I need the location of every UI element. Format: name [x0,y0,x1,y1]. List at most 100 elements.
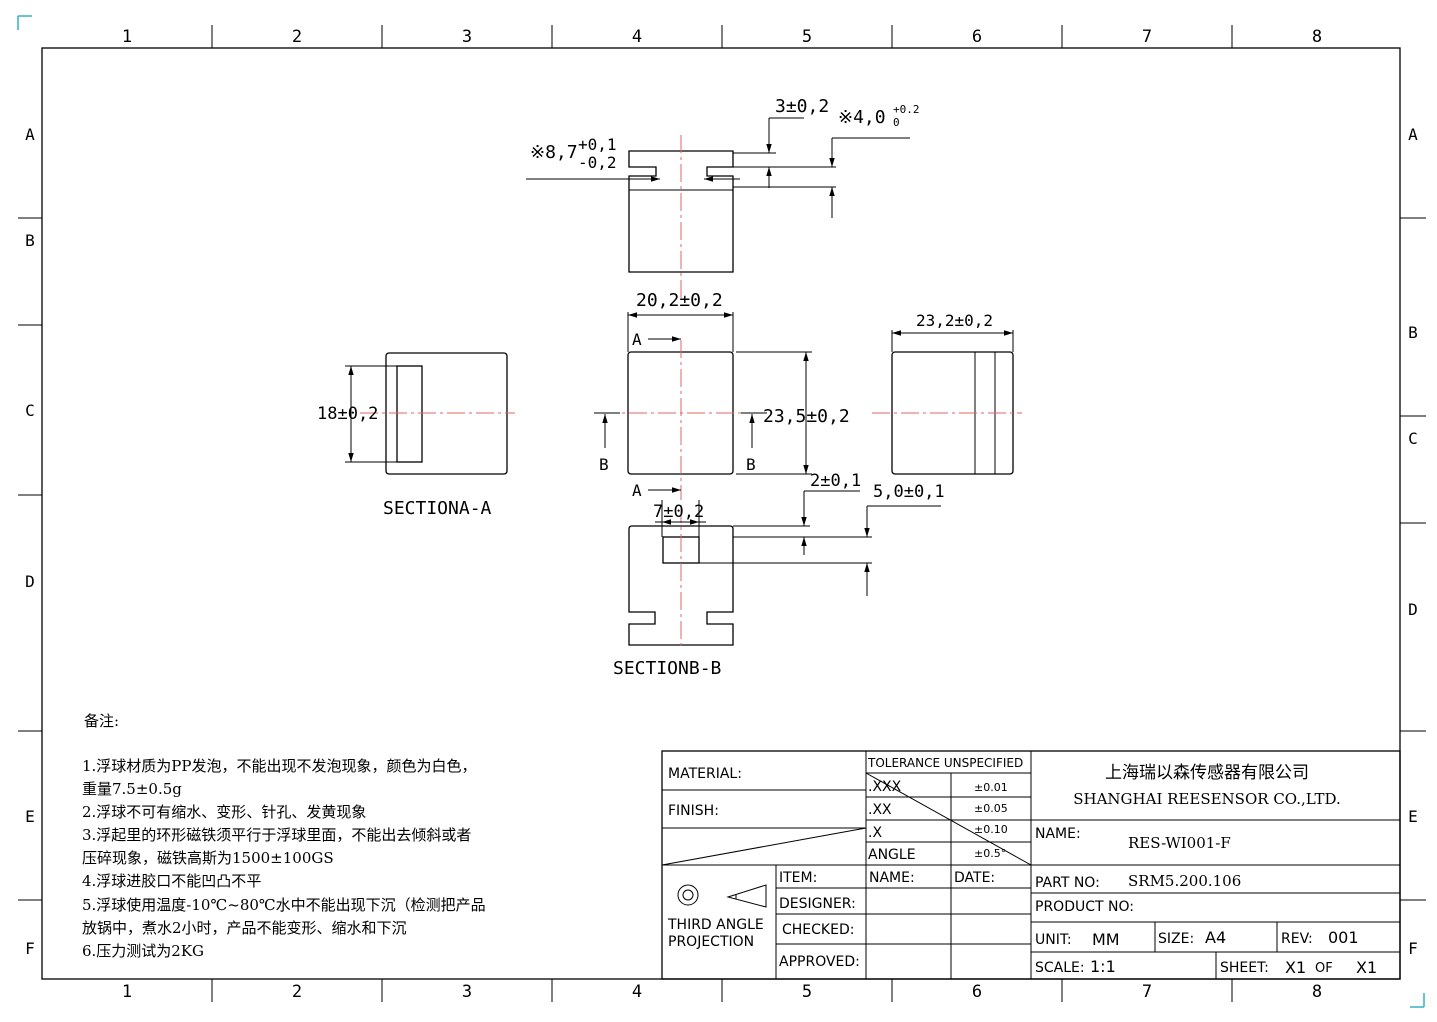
sheet-label: SHEET: [1220,960,1269,976]
dim-top-flange-tol-upper: +0.2 [893,103,920,116]
sheet-total: X1 [1356,958,1377,977]
tolerance-value-xx: ±0.05 [974,802,1008,815]
section-a-a [345,352,515,475]
row-label-left-b: B [25,231,35,250]
dim-magnet-width: 7±0,2 [653,502,704,522]
rev-label: REV: [1281,931,1313,947]
dim-top-width-tol-lower: -0,2 [578,153,617,172]
tolerance-header: TOLERANCE UNSPECIFIED [867,756,1023,770]
designer-label: DESIGNER: [779,896,856,912]
dim-front-width: 20,2±0,2 [636,290,723,311]
name-value: RES-WI001-F [1128,834,1231,852]
scale-value: 1:1 [1090,957,1116,976]
row-label-right-f: F [1408,939,1418,958]
note-line-6: 4.浮球进胶口不能凹凸不平 [82,872,261,890]
corner-mark-top-left [17,15,32,30]
note-line-2: 重量7.5±0.5g [82,780,182,798]
tolerance-value-angle: ±0.5° [974,847,1006,860]
dim-top-width: ※8,7 [530,142,578,163]
row-label-left-a: A [25,125,35,144]
column-label-bottom-8: 8 [1312,982,1322,1002]
column-label-5: 5 [802,27,812,47]
dim-magnet-thk: 2±0,1 [810,471,861,491]
name-label: NAME: [1035,826,1081,842]
notes-title: 备注: [84,712,119,730]
unit-value: MM [1092,930,1120,949]
row-label-right-d: D [1408,600,1418,619]
row-label-left-e: E [25,807,35,826]
sheet-value: X1 [1285,958,1306,977]
title-block [661,750,1401,980]
row-label-left-d: D [25,572,35,591]
company-name-en: SHANGHAI REESENSOR CO.,LTD. [1073,790,1341,808]
top-view [526,117,910,300]
size-value: A4 [1205,928,1226,947]
row-label-right-c: C [1408,429,1418,448]
dim-top-flange-tol-lower: 0 [893,116,900,129]
cut-label-a-bottom: A [632,481,642,500]
note-line-7: 5.浮球使用温度-10℃~80℃水中不能出现下沉（检测把产品 [82,896,486,914]
column-label-8: 8 [1312,27,1322,47]
column-label-bottom-4: 4 [632,982,642,1002]
row-label-right-e: E [1408,807,1418,826]
section-label-a: SECTIONA-A [383,498,492,519]
dim-magnet-depth: 5,0±0,1 [873,482,945,502]
dim-top-width-tol-upper: +0,1 [578,135,617,154]
note-line-3: 2.浮球不可有缩水、变形、针孔、发黄现象 [82,803,366,821]
side-view [872,330,1022,475]
column-label-bottom-5: 5 [802,982,812,1002]
column-label-bottom-3: 3 [462,982,472,1002]
tolerance-label-xxx: .XXX [868,779,902,795]
part-no-label: PART NO: [1035,875,1100,891]
projection-line-2: PROJECTION [668,934,754,950]
size-label: SIZE: [1158,931,1194,947]
tolerance-label-xx: .XX [868,802,892,818]
notes-block: 备注: 1.浮球材质为PP发泡，不能出现不发泡现象，颜色为白色， 重量7.5±0… [82,712,486,960]
row-label-right-b: B [1408,323,1418,342]
corner-mark-bottom-right [1410,993,1425,1008]
column-label-1: 1 [122,27,132,47]
column-label-3: 3 [462,27,472,47]
tolerance-label-x: .X [868,825,882,841]
row-label-left-c: C [25,401,35,420]
projection-line-1: THIRD ANGLE [667,917,764,933]
note-line-1: 1.浮球材质为PP发泡，不能出现不发泡现象，颜色为白色， [82,757,477,775]
note-line-8: 放锅中，煮水2小时，产品不能变形、缩水和下沉 [82,919,407,937]
section-label-b: SECTIONB-B [613,658,721,679]
dim-front-height: 23,5±0,2 [763,406,850,427]
front-view [594,312,812,500]
tolerance-value-x: ±0.10 [974,823,1008,836]
column-label-2: 2 [292,27,302,47]
rev-value: 001 [1328,928,1359,947]
column-label-bottom-7: 7 [1142,982,1152,1002]
section-b-b [628,490,941,650]
cut-label-b-right: B [746,455,756,474]
company-name-cn: 上海瑞以森传感器有限公司 [1105,763,1309,783]
column-label-7: 7 [1142,27,1152,47]
projection-symbol [677,884,767,908]
name-column-label: NAME: [869,870,915,886]
unit-label: UNIT: [1035,932,1072,948]
note-line-4: 3.浮起里的环形磁铁须平行于浮球里面，不能出去倾斜或者 [82,826,471,844]
note-line-9: 6.压力测试为2KG [82,942,204,960]
row-label-right-a: A [1408,125,1418,144]
date-column-label: DATE: [954,870,995,886]
scale-label: SCALE: [1035,960,1085,976]
cut-label-a-top: A [632,330,642,349]
approved-label: APPROVED: [779,954,860,970]
note-line-5: 压碎现象，磁铁高斯为1500±100GS [82,849,334,867]
dim-top-groove: 3±0,2 [775,96,829,117]
dim-section-a-height: 18±0,2 [317,404,378,424]
sheet-of: OF [1315,961,1333,976]
tolerance-value-xxx: ±0.01 [974,781,1008,794]
cut-label-b-left: B [599,455,609,474]
column-label-4: 4 [632,27,642,47]
zone-dividers [18,25,1426,1002]
part-no-value: SRM5.200.106 [1128,872,1241,890]
item-label: ITEM: [779,870,817,886]
material-label: MATERIAL: [668,766,742,782]
column-label-bottom-6: 6 [972,982,982,1002]
column-label-6: 6 [972,27,982,47]
row-label-left-f: F [25,939,35,958]
